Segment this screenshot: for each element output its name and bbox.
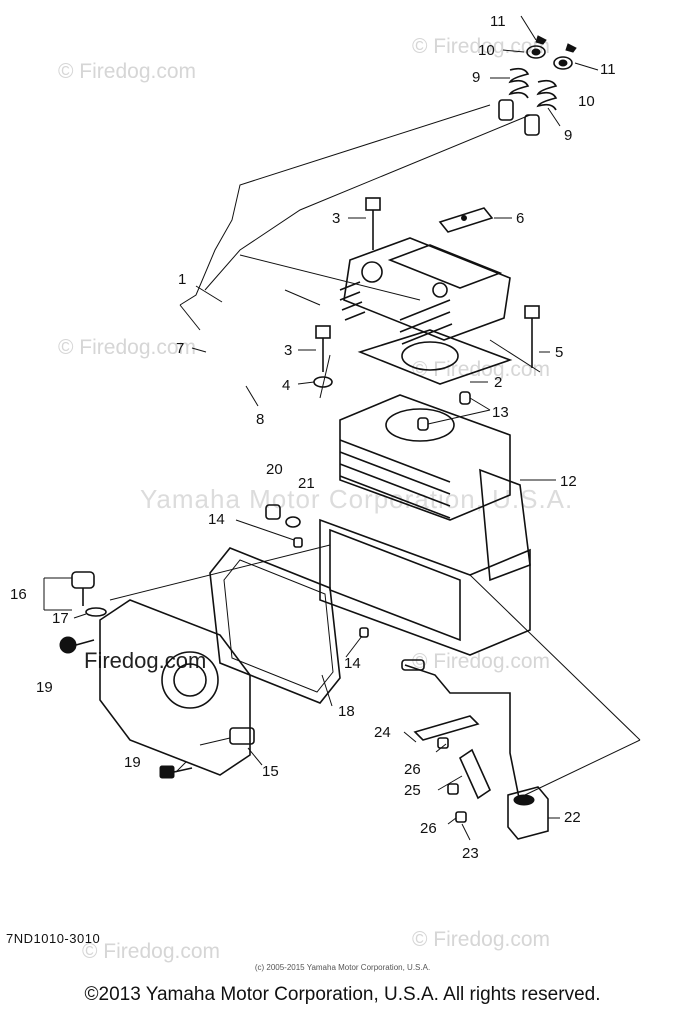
callout-20: 20 [266,461,283,478]
callout-2: 2 [494,374,502,391]
callout-9-left: 9 [472,69,480,86]
crankcase-cover [99,599,255,776]
callout-17: 17 [52,610,69,627]
cylinder-block [319,394,531,656]
callout-25: 25 [404,782,421,799]
watermark-mid-left: © Firedog.com [58,336,196,359]
callout-21: 21 [298,475,315,492]
callout-14-upper: 14 [208,511,225,528]
callout-15: 15 [262,763,279,780]
callout-1: 1 [178,271,186,288]
callout-5: 5 [555,344,563,361]
callout-19-left: 19 [36,679,53,696]
watermark-center: Yamaha Motor Corporation, U.S.A. [140,484,573,514]
callout-labels: 11 10 9 11 10 9 6 3 1 3 4 5 2 7 8 13 20 … [10,13,616,862]
callout-24: 24 [374,724,391,741]
plate-part-6 [438,207,494,233]
callout-leaders [43,15,599,841]
callout-22: 22 [564,809,581,826]
callout-9-right: 9 [564,127,572,144]
exploded-frame-lines [179,104,541,399]
cylinder-head [339,237,511,345]
callout-8: 8 [256,411,264,428]
watermark-layer: © Firedog.com © Firedog.com © Firedog.co… [58,35,573,963]
valve-train-top [498,35,577,136]
copyright-footer: ©2013 Yamaha Motor Corporation, U.S.A. A… [84,984,601,1005]
callout-26-lower: 26 [420,820,437,837]
plug-and-washer [265,504,369,638]
watermark-bottom-left: © Firedog.com [82,940,220,963]
head-bolts [313,197,540,388]
callout-6: 6 [516,210,524,227]
oil-level-switch [401,659,549,840]
callout-14-lower: 14 [344,655,361,672]
watermark-top-left: © Firedog.com [58,60,196,83]
callout-3-lower: 3 [284,342,292,359]
callout-4: 4 [282,377,290,394]
head-gasket [357,329,513,385]
watermark-bottom-right: © Firedog.com [412,928,550,951]
callout-26-upper: 26 [404,761,421,778]
callout-10-left: 10 [478,42,495,59]
callout-7: 7 [176,340,184,357]
diagram-code: 7ND1010-3010 [6,931,101,946]
callout-3-upper: 3 [332,210,340,227]
callout-13: 13 [492,404,509,421]
callout-10-right: 10 [578,93,595,110]
callout-23: 23 [462,845,479,862]
small-copyright-notice: (c) 2005-2015 Yamaha Motor Corporation, … [254,963,431,972]
watermark-lower-right: © Firedog.com [412,650,550,673]
callout-11-right: 11 [600,61,616,78]
callout-11-left: 11 [490,13,506,30]
assembly-leaders [109,544,641,796]
callout-16: 16 [10,586,27,603]
watermark-top-right: © Firedog.com [412,35,550,58]
callout-19-lower: 19 [124,754,141,771]
crankcase-gasket [209,547,341,704]
callout-12: 12 [560,473,577,490]
callout-18: 18 [338,703,355,720]
oil-filler-and-drain [59,571,193,779]
